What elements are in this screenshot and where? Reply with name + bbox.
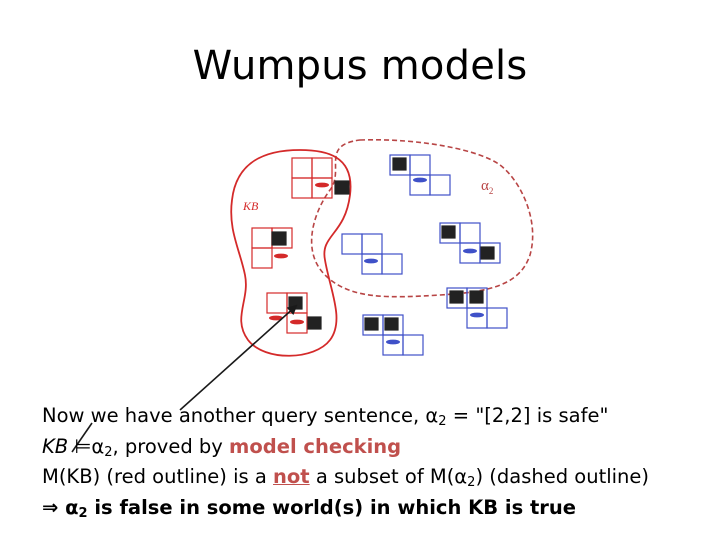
alpha2-region-label: α2 (481, 178, 493, 196)
model-world-alpha-3 (439, 222, 501, 264)
alpha2-dashed-outline (310, 138, 534, 298)
slide-body: Now we have another query sentence, α2 =… (42, 401, 712, 523)
implies-symbol: ⇒ (42, 495, 59, 519)
kb-term: KB (42, 434, 69, 458)
model-checking-highlight: model checking (229, 434, 402, 458)
model-world-alpha-2 (341, 233, 403, 275)
kb-region-label: KB (242, 199, 259, 213)
body-line-2: KB ⊨α2, proved by model checking (42, 434, 402, 460)
model-world-alpha-4 (446, 287, 508, 329)
model-world-kb-2 (251, 227, 293, 269)
body-line-4: ⇒ α2 is false in some world(s) in which … (42, 495, 577, 521)
not-emphasis: not (273, 465, 310, 488)
model-world-kb-1 (291, 157, 350, 199)
kb-red-outline (230, 149, 352, 357)
body-line-1: Now we have another query sentence, α2 =… (42, 404, 609, 429)
body-line-3: M(KB) (red outline) is a not a subset of… (42, 465, 650, 490)
model-world-alpha-5 (362, 314, 424, 356)
entail-symbol: ⊨ (74, 434, 92, 458)
not-entails-slash (71, 422, 93, 453)
model-world-kb-3 (266, 292, 322, 334)
model-world-alpha-1 (389, 154, 451, 196)
pointer-arrow (179, 304, 298, 411)
slide-title: Wumpus models (192, 43, 528, 89)
